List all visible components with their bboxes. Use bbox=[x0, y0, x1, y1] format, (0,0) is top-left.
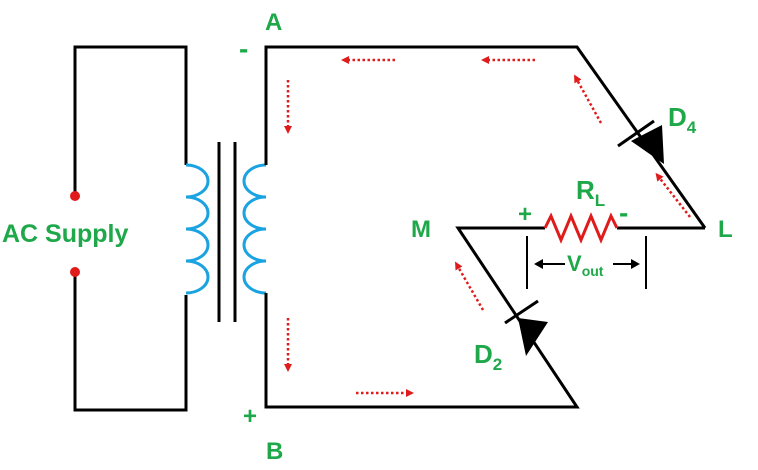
node-b-label: B bbox=[266, 438, 283, 465]
primary-wire bbox=[73, 45, 188, 412]
rl-minus-label: - bbox=[619, 197, 628, 228]
supply-label: AC Supply bbox=[2, 220, 128, 248]
vout-arrowhead-right bbox=[631, 259, 640, 269]
diode-d4-body bbox=[631, 125, 664, 164]
sign-b-label: + bbox=[243, 403, 257, 430]
current-arrow-lower-diag-2 bbox=[454, 261, 485, 311]
vout-arrowhead-left bbox=[534, 259, 543, 269]
sign-a-label: - bbox=[239, 33, 248, 64]
node-a-label: A bbox=[265, 9, 282, 36]
rl-plus-label: + bbox=[518, 201, 532, 228]
node-m-label: M bbox=[411, 216, 431, 243]
d4-label: D4 bbox=[668, 102, 697, 137]
d2-label: D2 bbox=[474, 339, 502, 374]
supply-terminal-top bbox=[70, 191, 80, 201]
primary-coil bbox=[185, 163, 210, 295]
diode-d2-body bbox=[518, 318, 548, 356]
secondary-coil bbox=[242, 163, 267, 295]
current-arrow-lower-diag-1 bbox=[655, 172, 691, 218]
node-l-label: L bbox=[718, 216, 733, 243]
load-resistor bbox=[543, 212, 619, 244]
bridge-wire-bottom bbox=[264, 226, 580, 409]
diode-d4-bar bbox=[617, 119, 655, 148]
current-arrow-upper-diag bbox=[574, 74, 603, 124]
supply-terminal-bottom bbox=[70, 267, 80, 277]
vout-label: Vout bbox=[567, 251, 604, 279]
rl-label: RL bbox=[576, 175, 605, 210]
diode-d2-bar bbox=[504, 299, 539, 325]
